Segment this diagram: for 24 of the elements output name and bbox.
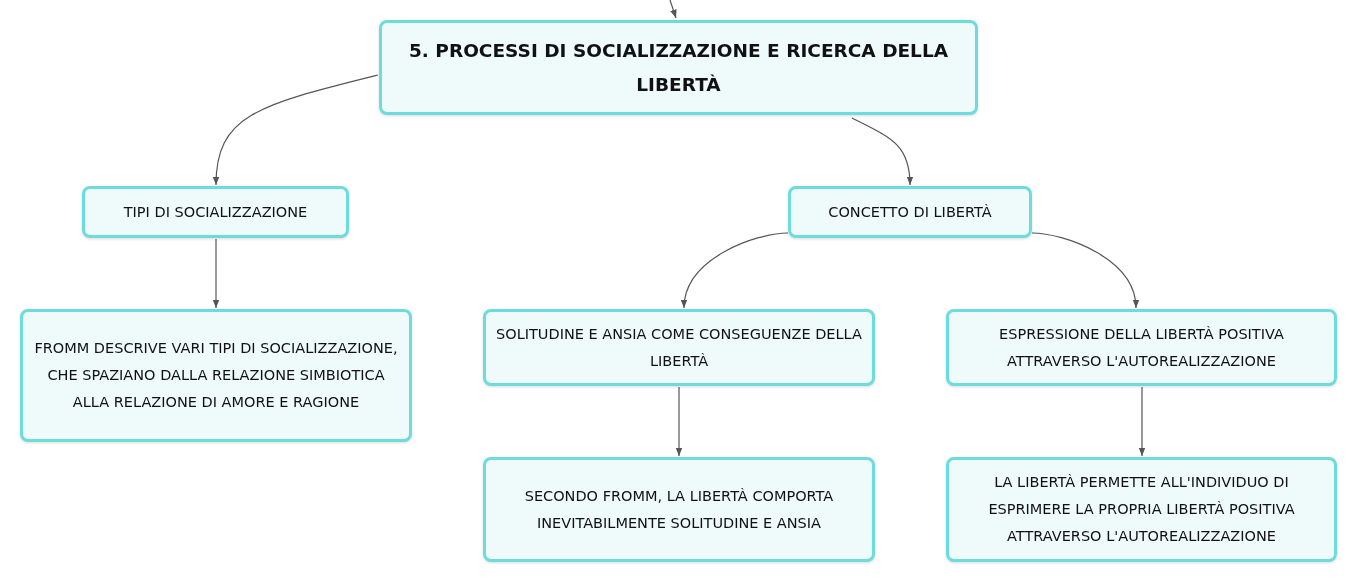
topic-box: [20, 309, 412, 442]
topic-text: SOLITUDINE E ANSIA COME CONSEGUENZE DELLA LIBERTÀ: [496, 324, 862, 371]
connector-arrow: [213, 74, 379, 186]
topic-text: FROMM DESCRIVE VARI TIPI DI SOCIALIZZAZIONE, CHE SPAZIANO DALLA RELAZIONE SIMBIOTICA ALLA RELAZIONE DI AMORE E RAGIONE: [33, 339, 399, 412]
connector-arrow: [675, 386, 683, 457]
topic-box: [483, 457, 875, 562]
topic-text: TIPI DI SOCIALIZZAZIONE: [123, 202, 308, 222]
central-topic-box: [379, 20, 978, 115]
topic-box: [946, 457, 1337, 562]
topic-box: [483, 309, 875, 386]
topic-text: SECONDO FROMM, LA LIBERTÀ COMPORTA INEVITABILMENTE SOLITUDINE E ANSIA: [523, 486, 835, 533]
connector-arrow: [1138, 386, 1146, 457]
topic-text: 5. PROCESSI DI SOCIALIZZAZIONE E RICERCA DELLA LIBERTÀ: [408, 38, 949, 97]
topic-text: LA LIBERTÀ PERMETTE ALL'INDIVIDUO DI ESPRIMERE LA PROPRIA LIBERTÀ POSITIVA ATTRAVERSO L'AUTOREALIZZAZIONE: [987, 473, 1296, 546]
connector-arrow: [212, 238, 220, 309]
topic-box: [788, 186, 1032, 238]
topic-text: CONCETTO DI LIBERTÀ: [828, 202, 992, 222]
connector-arrow: [851, 117, 913, 186]
topic-text: ESPRESSIONE DELLA LIBERTÀ POSITIVA ATTRAVERSO L'AUTOREALIZZAZIONE: [998, 324, 1285, 371]
connector-arrow: [1031, 232, 1139, 309]
connector-arrow: [669, 0, 677, 19]
topic-box: [82, 186, 349, 238]
topic-box: [946, 309, 1337, 386]
connector-arrow: [681, 232, 789, 309]
